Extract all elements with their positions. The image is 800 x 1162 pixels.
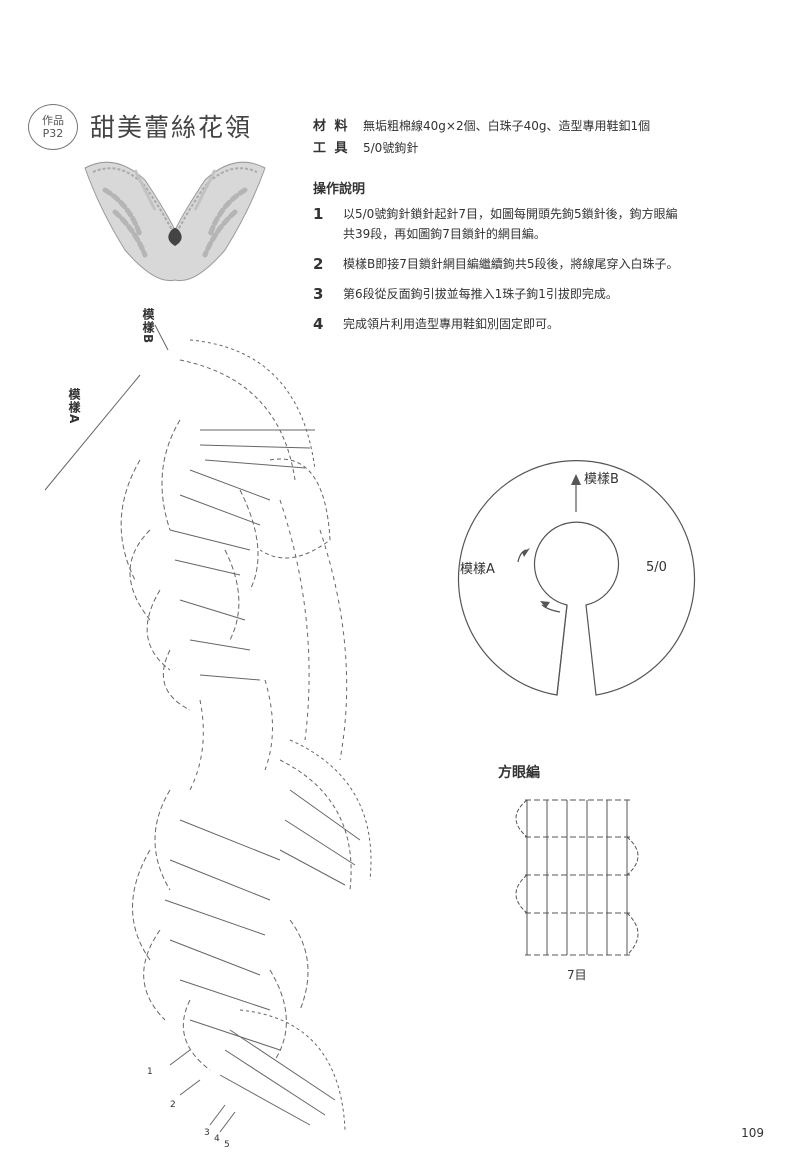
chart-pattern-b-label: 模樣B [141,308,155,345]
materials-value: 無垢粗棉線40g×2個、白珠子40g、造型專用鞋釦1個 [363,119,651,133]
step-number: 2 [313,255,324,273]
row-label: 1 [147,1067,153,1077]
step-text: 模樣B即接7目鎖針網目編繼續鉤共5段後，將線尾穿入白珠子。 [343,257,679,271]
schematic-pattern-b-label: 模樣B [584,472,619,487]
collar-schematic [457,460,696,696]
square-mesh-diagram [515,799,639,956]
schematic-pattern-a-label: 模樣A [460,562,495,577]
instructions-title: 操作說明 [313,182,366,197]
schematic-ratio-label: 5/0 [646,560,667,575]
project-badge: 作品 P32 [28,104,78,150]
step-text: 完成領片利用造型專用鞋釦別固定即可。 [343,317,560,331]
badge-label: 作品 [42,114,64,127]
step-4: 4 完成領片利用造型專用鞋釦別固定即可。 [313,314,743,334]
step-1: 1 以5/0號鉤針鎖針起針7目，如圖每開頭先鉤5鎖針後，鉤方眼編 共39段，再如… [313,204,743,244]
row-label: 4 [214,1134,220,1144]
step-2: 2 模樣B即接7目鎖針網目編繼續鉤共5段後，將線尾穿入白珠子。 [313,254,743,274]
step-number: 4 [313,315,324,333]
step-text-cont: 共39段，再如圖鉤7目鎖針的網目編。 [343,227,546,241]
square-mesh-title: 方眼編 [498,765,540,781]
materials-block: 材 料 無垢粗棉線40g×2個、白珠子40g、造型專用鞋釦1個 工 具 5/0號… [313,115,650,159]
instruction-steps: 1 以5/0號鉤針鎖針起針7目，如圖每開頭先鉤5鎖針後，鉤方眼編 共39段，再如… [313,204,743,344]
step-number: 3 [313,285,324,303]
step-3: 3 第6段從反面鉤引拔並每推入1珠子鉤1引拔即完成。 [313,284,743,304]
row-label: 5 [224,1140,230,1150]
step-text: 以5/0號鉤針鎖針起針7目，如圖每開頭先鉤5鎖針後，鉤方眼編 [343,207,678,221]
crochet-chart [44,324,372,1133]
step-text: 第6段從反面鉤引拔並每推入1珠子鉤1引拔即完成。 [343,287,618,301]
tools-value: 5/0號鉤針 [363,141,419,155]
row-label: 2 [170,1100,176,1110]
collar-photo [84,161,266,282]
chart-pattern-a-label: 模樣A [67,388,81,425]
square-mesh-count: 7目 [567,968,587,982]
tools-label: 工 具 [313,141,350,156]
arrow-icon [522,548,530,557]
page-title: 甜美蕾絲花領 [90,113,253,142]
page-number: 109 [741,1126,764,1140]
badge-page: P32 [42,127,64,140]
arrow-icon [540,601,550,608]
row-label: 3 [204,1128,210,1138]
step-number: 1 [313,205,324,223]
materials-label: 材 料 [313,119,350,134]
